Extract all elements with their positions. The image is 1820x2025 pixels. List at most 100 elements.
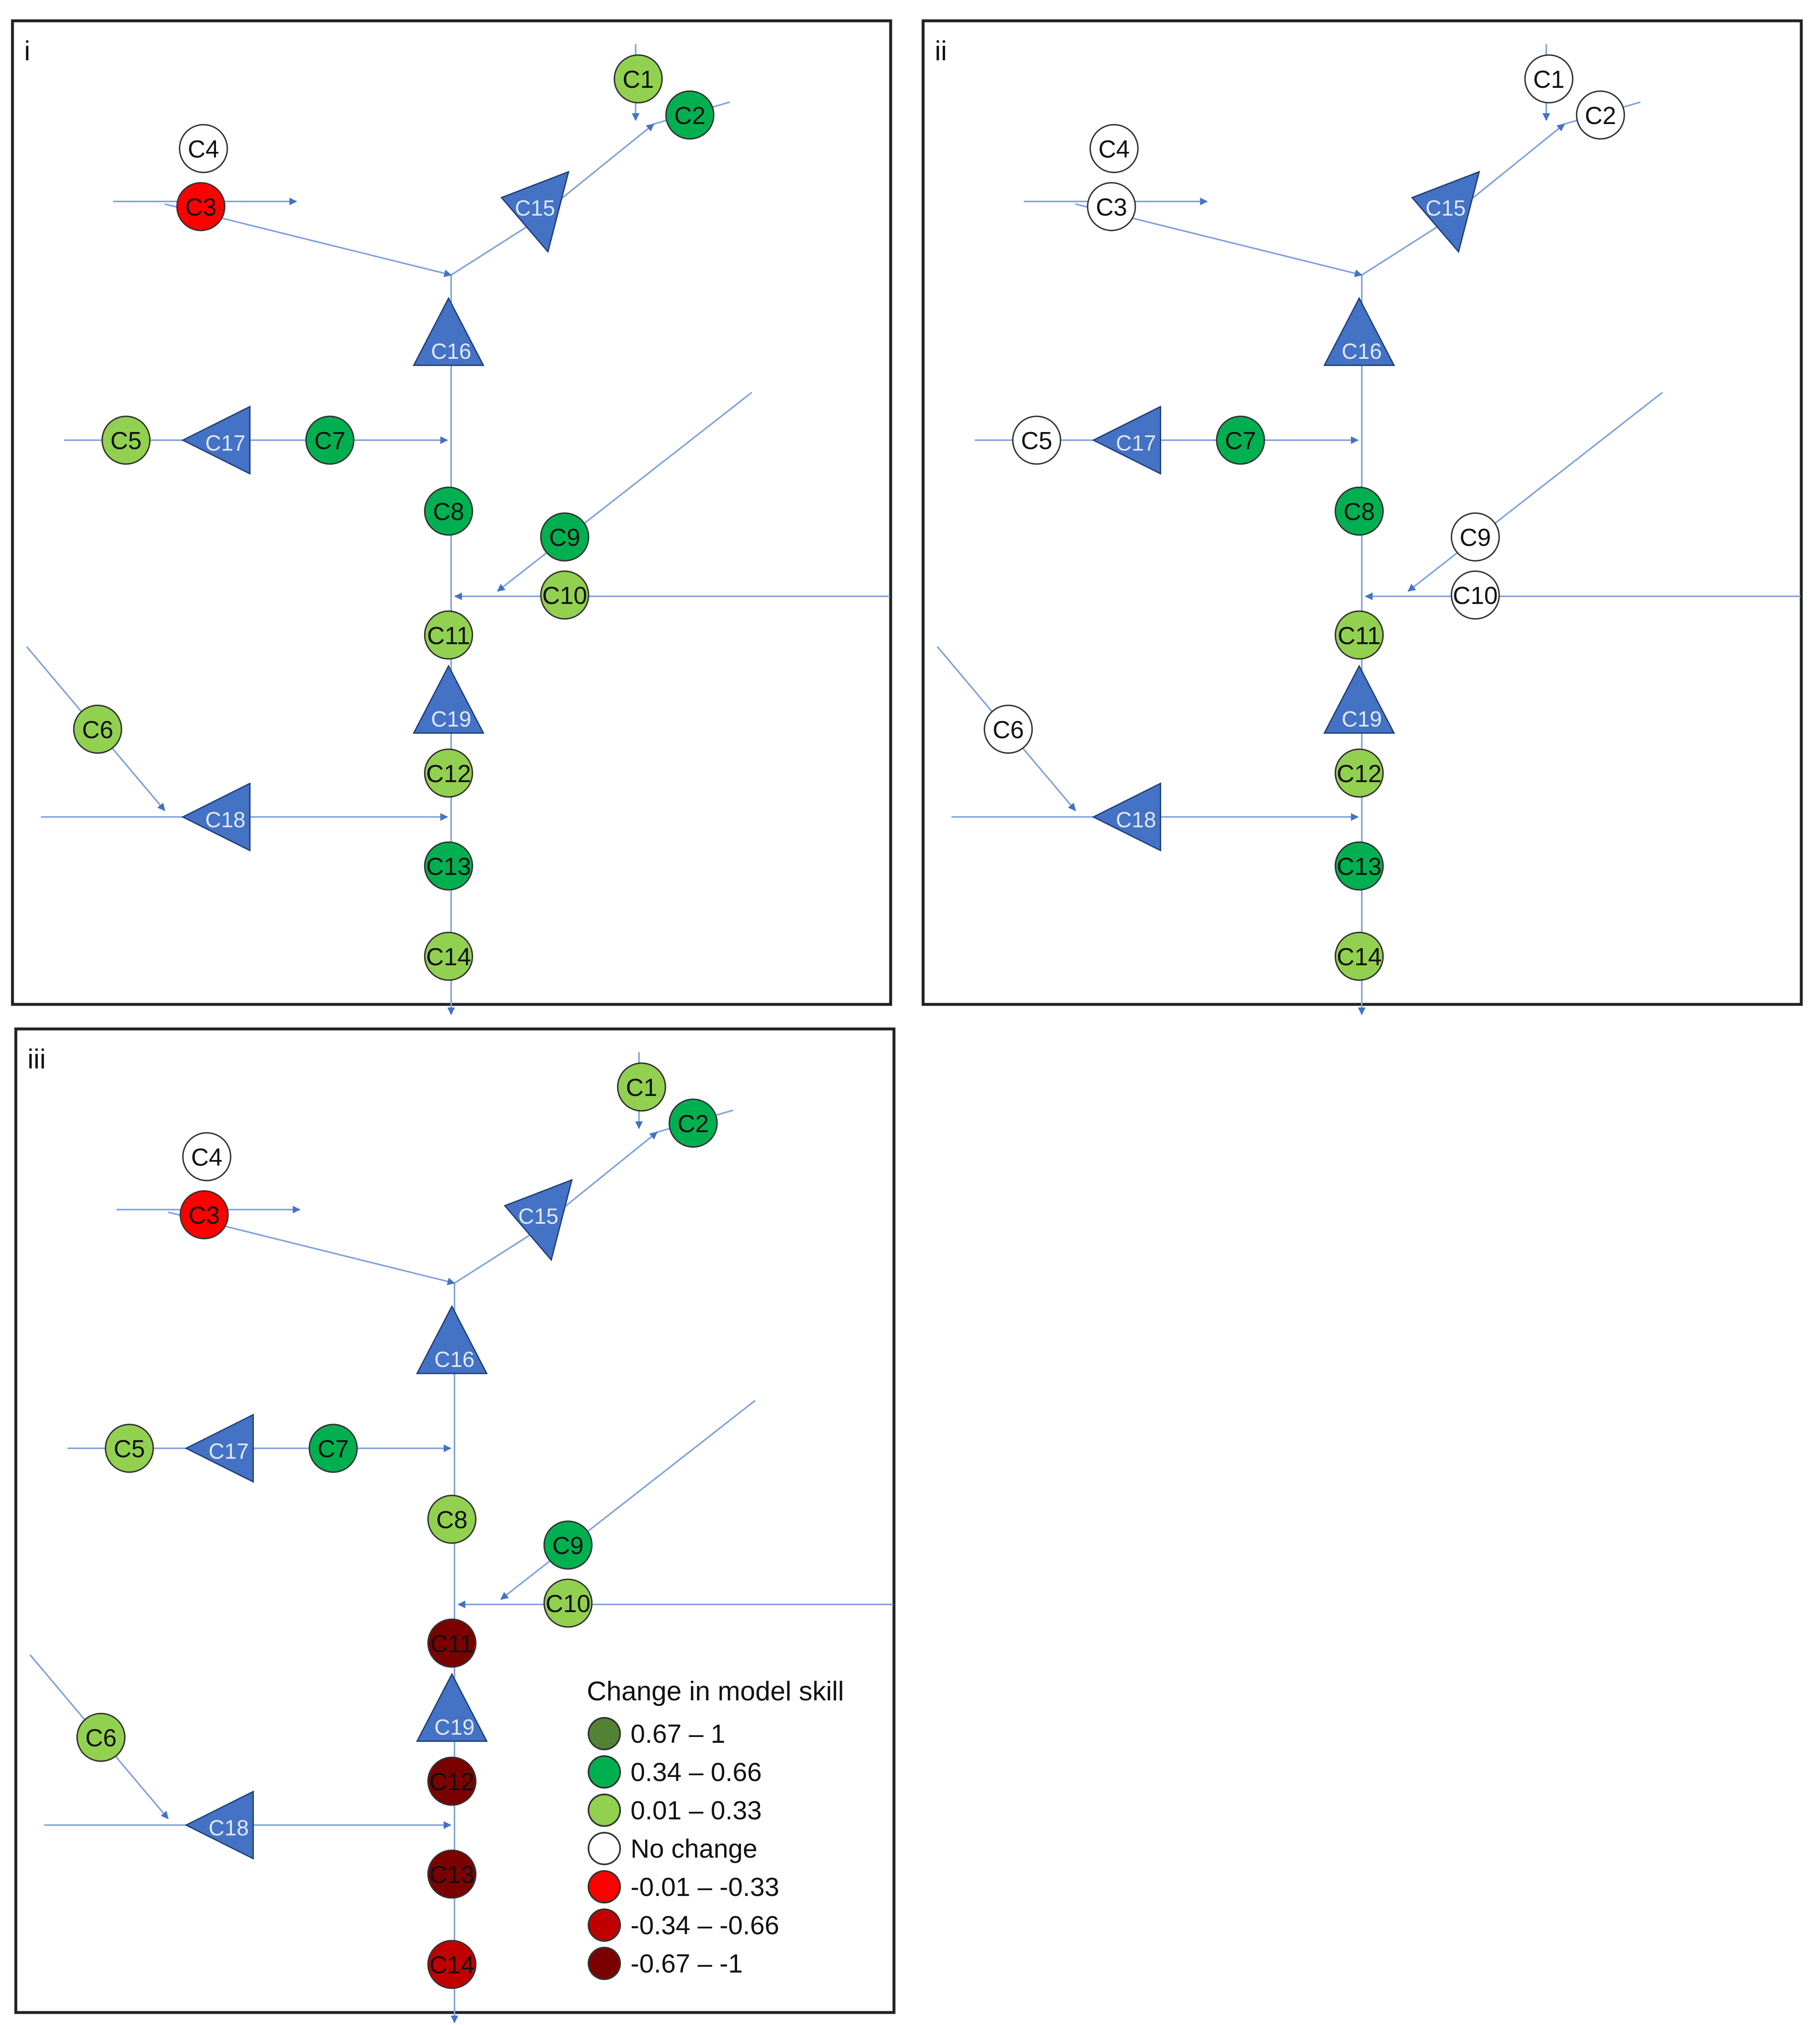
flow-arrow <box>443 269 452 277</box>
site-triangle-c17: C17 <box>1092 405 1161 475</box>
legend-swatch <box>588 1947 621 1980</box>
site-node-c12: C12 <box>424 748 473 798</box>
node-label: C13 <box>426 853 471 880</box>
triangle-label: C15 <box>1425 196 1466 221</box>
node-label: C6 <box>82 717 113 744</box>
site-node-c11: C11 <box>427 1618 477 1668</box>
site-node-c13: C13 <box>424 841 473 891</box>
site-node-c10: C10 <box>1450 570 1500 620</box>
node-label: C4 <box>188 136 219 163</box>
site-triangle-c16: C16 <box>1323 297 1395 366</box>
node-label: C8 <box>1343 499 1375 526</box>
panel-label: ii <box>935 35 947 66</box>
site-node-c3: C3 <box>176 182 226 231</box>
node-label: C7 <box>314 427 345 455</box>
site-node-c12: C12 <box>427 1757 477 1806</box>
site-triangle-c18: C18 <box>184 1790 254 1860</box>
site-node-c4: C4 <box>179 124 228 173</box>
flow-arrow <box>1408 584 1416 592</box>
site-triangle-c18: C18 <box>1092 782 1161 852</box>
legend-item-0-67-1: -0.67 – -1 <box>588 1947 743 1980</box>
site-node-c11: C11 <box>424 610 473 660</box>
site-node-c14: C14 <box>1334 932 1384 981</box>
legend-title: Change in model skill <box>587 1676 844 1706</box>
legend-label: No change <box>631 1834 757 1863</box>
site-triangle-c16: C16 <box>412 297 485 366</box>
site-node-c8: C8 <box>1334 486 1384 536</box>
node-label: C10 <box>546 1590 591 1618</box>
site-node-c9: C9 <box>540 512 589 562</box>
site-node-c3: C3 <box>179 1190 229 1240</box>
site-node-c8: C8 <box>424 486 473 536</box>
site-node-c7: C7 <box>305 415 355 465</box>
node-label: C5 <box>1021 427 1052 455</box>
triangle-label: C19 <box>1342 707 1382 732</box>
triangle-label: C17 <box>209 1439 249 1463</box>
river-segment <box>497 392 752 592</box>
site-triangle-c16: C16 <box>416 1305 488 1374</box>
node-label: C10 <box>1453 582 1498 609</box>
triangle-label: C15 <box>518 1204 559 1229</box>
node-label: C9 <box>549 524 580 552</box>
node-label: C1 <box>1533 66 1564 93</box>
node-label: C5 <box>114 1436 145 1463</box>
river-segment <box>1408 392 1663 592</box>
site-node-c1: C1 <box>613 54 663 104</box>
flow-arrow <box>160 1811 169 1819</box>
node-label: C13 <box>430 1861 474 1888</box>
legend-label: 0.01 – 0.33 <box>631 1796 762 1825</box>
legend-label: -0.67 – -1 <box>631 1949 743 1978</box>
node-label: C6 <box>993 717 1024 744</box>
site-node-c7: C7 <box>1216 415 1265 465</box>
legend-item-0-34-0-66: -0.34 – -0.66 <box>588 1908 779 1942</box>
panel-label: iii <box>27 1044 46 1074</box>
legend-swatch <box>588 1832 621 1865</box>
triangle-label: C16 <box>435 1347 475 1372</box>
site-node-c2: C2 <box>665 90 715 140</box>
site-triangle-c19: C19 <box>412 664 485 734</box>
flow-arrow <box>649 1131 658 1140</box>
triangle-label: C19 <box>435 1715 475 1740</box>
node-label: C5 <box>110 427 142 455</box>
triangle-label: C16 <box>431 339 472 364</box>
node-label: C12 <box>1337 760 1382 788</box>
legend-item-0-67-1: 0.67 – 1 <box>588 1717 725 1750</box>
node-label: C2 <box>678 1111 709 1138</box>
flow-arrow <box>500 1592 509 1600</box>
network: C15C16C17C18C19C1C2C3C4C5C6C7C8C9C10C11C… <box>26 44 890 1015</box>
flow-arrow <box>1556 123 1565 132</box>
site-triangle-c19: C19 <box>416 1672 488 1742</box>
site-node-c13: C13 <box>1334 841 1384 891</box>
site-node-c5: C5 <box>104 1424 154 1473</box>
site-node-c9: C9 <box>543 1520 593 1570</box>
legend-item-0-01-0-33: 0.01 – 0.33 <box>588 1794 762 1827</box>
triangle-label: C15 <box>515 196 555 221</box>
node-label: C14 <box>1337 944 1382 971</box>
node-label: C3 <box>185 194 216 221</box>
node-label: C12 <box>426 760 471 788</box>
node-label: C11 <box>427 622 470 649</box>
legend-item-no-change: No change <box>588 1832 757 1865</box>
site-node-c1: C1 <box>1524 54 1574 104</box>
site-node-c8: C8 <box>427 1494 477 1544</box>
site-triangle-c17: C17 <box>181 405 251 475</box>
triangle-label: C18 <box>205 808 246 832</box>
node-label: C14 <box>426 944 471 971</box>
site-node-c14: C14 <box>424 932 473 981</box>
panel-iii: C15C16C17C18C19C1C2C3C4C5C6C7C8C9C10C11C… <box>14 1027 896 2023</box>
node-label: C8 <box>433 499 464 526</box>
node-label: C11 <box>430 1630 474 1657</box>
site-node-c14: C14 <box>427 1940 477 1989</box>
site-node-c5: C5 <box>101 415 151 465</box>
site-node-c1: C1 <box>617 1062 666 1112</box>
site-node-c13: C13 <box>427 1849 477 1899</box>
site-node-c2: C2 <box>668 1098 718 1148</box>
node-label: C7 <box>318 1436 349 1463</box>
site-triangle-c15: C15 <box>504 1179 573 1262</box>
panel-i: C15C16C17C18C19C1C2C3C4C5C6C7C8C9C10C11C… <box>11 19 892 1015</box>
flow-arrow <box>447 1277 455 1285</box>
site-node-c12: C12 <box>1334 748 1384 798</box>
legend-label: -0.34 – -0.66 <box>631 1911 779 1940</box>
